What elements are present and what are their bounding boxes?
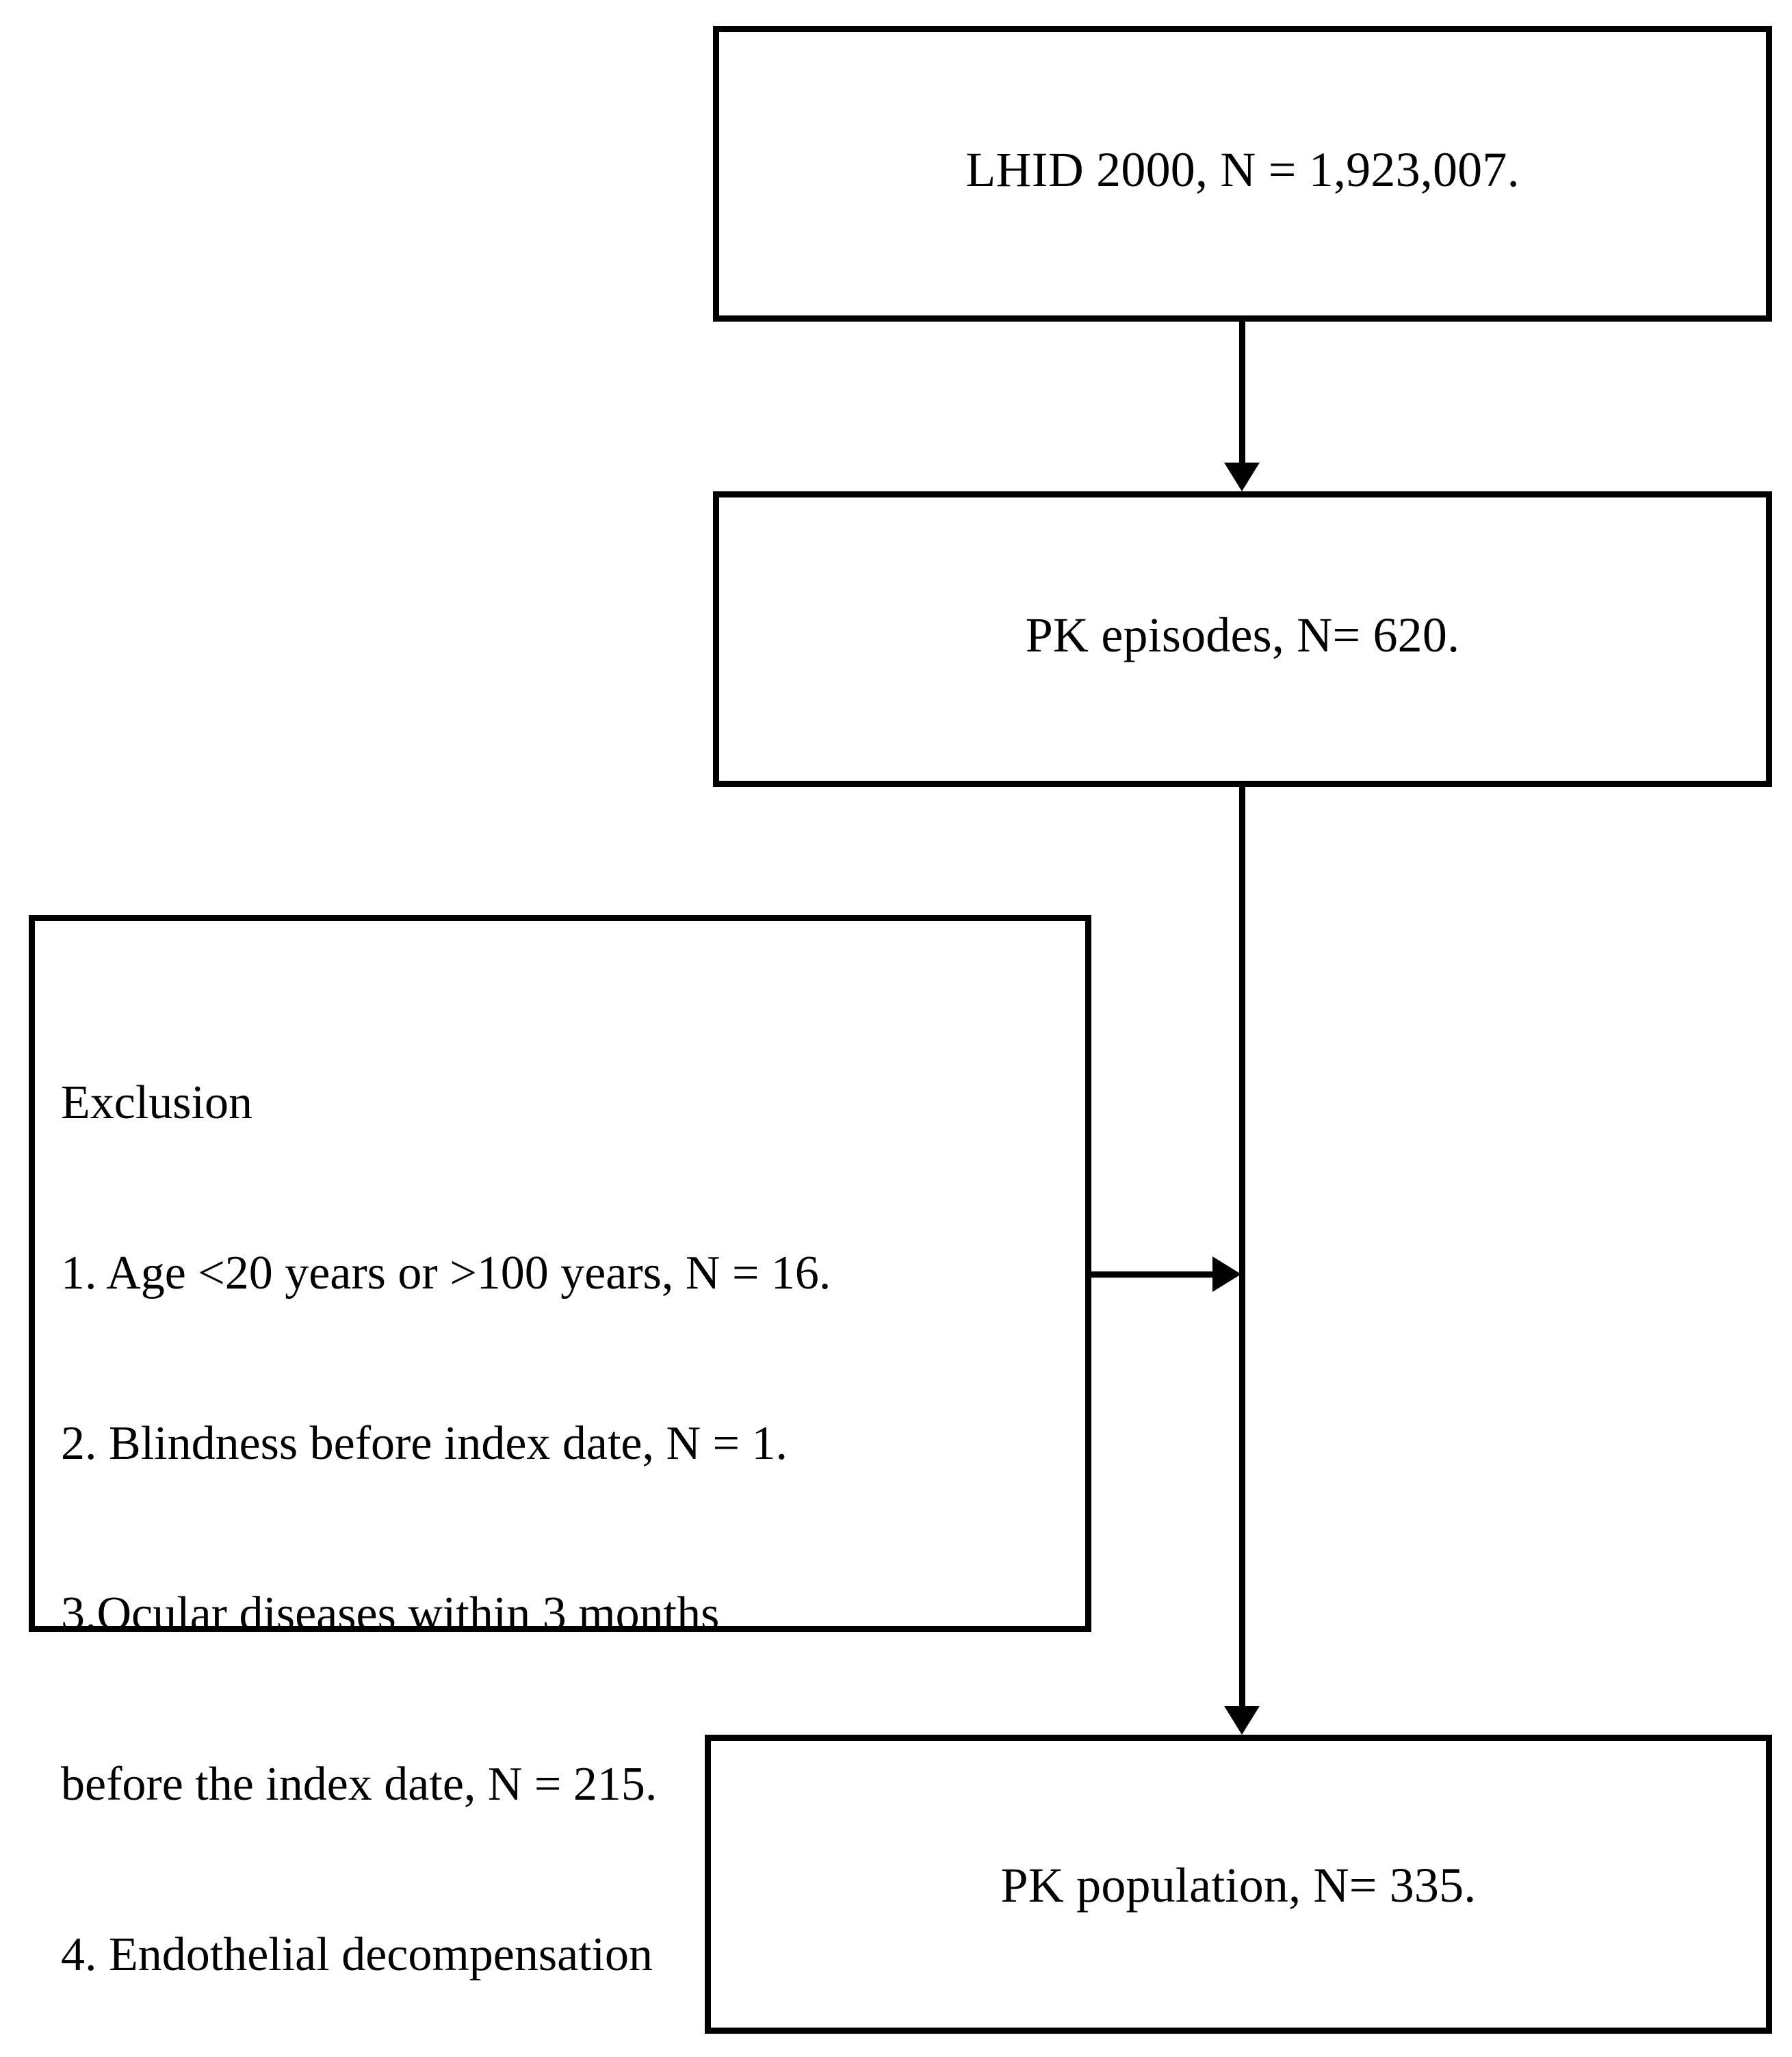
flow-box-population-label: PK population, N= 335.	[1000, 1858, 1477, 1913]
exclusion-line-5: 4. Endothelial decompensation	[61, 1928, 653, 1981]
flow-box-exclusion: Exclusion 1. Age <20 years or >100 years…	[29, 915, 1091, 1981]
exclusion-line-2: 2. Blindness before index date, N = 1.	[61, 1417, 788, 1470]
exclusion-line-1: 1. Age <20 years or >100 years, N = 16.	[61, 1247, 831, 1299]
arrow-down-icon-source-to-episodes	[1224, 463, 1260, 491]
connector-source-to-episodes	[1239, 322, 1245, 465]
flow-box-source: LHID 2000, N = 1,923,007.	[713, 26, 1772, 322]
exclusion-heading: Exclusion	[61, 1076, 252, 1129]
exclusion-line-3: 3.Ocular diseases within 3 months	[61, 1588, 720, 1640]
connector-episodes-to-population	[1239, 787, 1245, 1707]
arrow-right-icon-exclusion-to-spine	[1212, 1256, 1241, 1292]
flow-box-episodes: PK episodes, N= 620.	[713, 491, 1772, 787]
exclusion-line-4: before the index date, N = 215.	[61, 1758, 658, 1811]
connector-exclusion-to-spine	[1091, 1271, 1216, 1278]
flow-box-episodes-label: PK episodes, N= 620.	[1025, 608, 1460, 662]
arrow-down-icon-episodes-to-population	[1224, 1706, 1260, 1735]
exclusion-criteria-list: Exclusion 1. Age <20 years or >100 years…	[61, 961, 1072, 2057]
flow-box-population: PK population, N= 335.	[705, 1735, 1772, 2034]
flow-box-source-label: LHID 2000, N = 1,923,007.	[965, 142, 1520, 197]
